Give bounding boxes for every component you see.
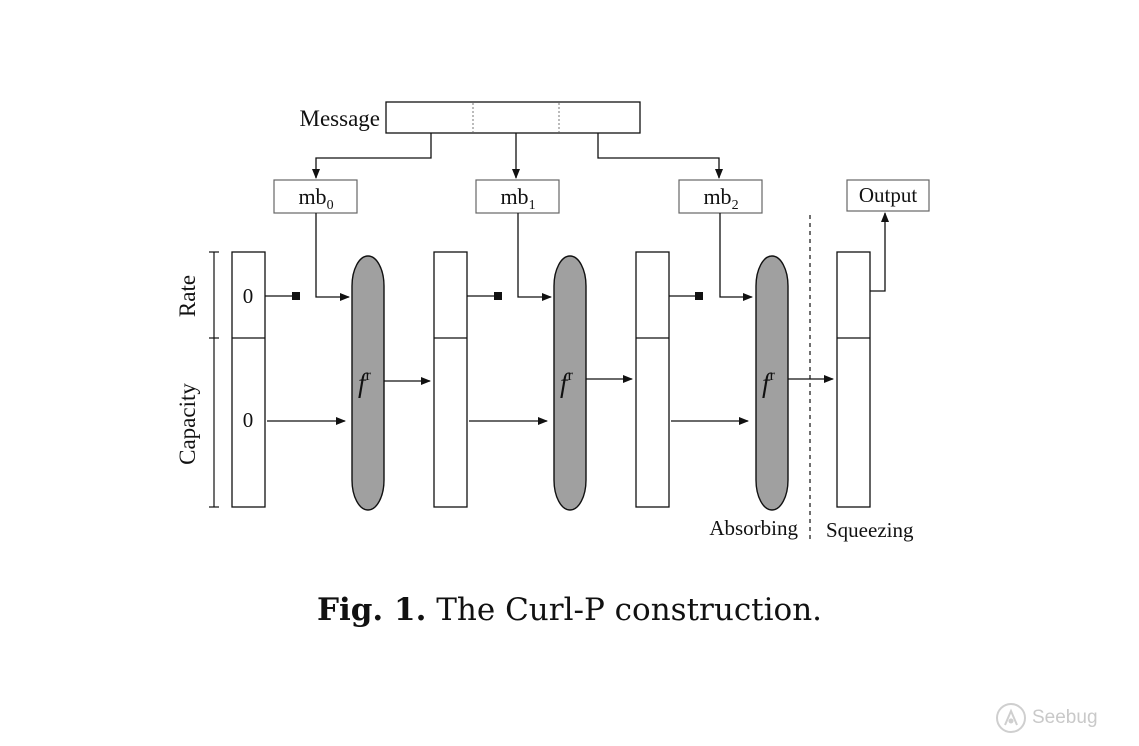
- permutation-f1: [351, 255, 385, 511]
- message-block-2-label: mb2: [703, 184, 738, 213]
- permutation-f1-label: fr: [358, 367, 372, 398]
- rate-label: Rate: [175, 275, 200, 317]
- permutation-f3: [755, 255, 789, 511]
- squeezing-label: Squeezing: [826, 518, 914, 542]
- mb2-to-f3-arrow: [719, 213, 753, 301]
- message-label: Message: [300, 106, 380, 131]
- state-to-output-arrow: [870, 212, 889, 292]
- figure-caption: Fig. 1. The Curl-P construction.: [0, 592, 1139, 628]
- mb1-to-f2-arrow: [517, 213, 552, 301]
- permutation-f2: [553, 255, 587, 511]
- message-block-1: [475, 179, 560, 214]
- state-column-1: [433, 251, 468, 508]
- xor-point: [494, 292, 502, 300]
- message-block-0-label: mb0: [298, 184, 333, 213]
- xor-point: [292, 292, 300, 300]
- message-block-1-label: mb1: [500, 184, 535, 213]
- mb0-to-f1-arrow: [315, 213, 350, 301]
- message-box: [385, 101, 641, 134]
- initial-capacity-value: 0: [243, 408, 254, 432]
- permutation-f2-label: fr: [560, 367, 574, 398]
- curl-p-diagram: Message mb0 mb1 mb2 Output Rate Capacity…: [175, 101, 930, 542]
- state-column-2: [635, 251, 670, 508]
- absorbing-label: Absorbing: [709, 516, 798, 540]
- message-block-0: [273, 179, 358, 214]
- xor-point: [695, 292, 703, 300]
- seebug-watermark: Seebug: [994, 700, 1098, 736]
- watermark-text: Seebug: [1032, 707, 1098, 728]
- output-label: Output: [859, 183, 918, 207]
- seebug-logo-icon: [996, 703, 1026, 733]
- message-to-mb2-arrow: [597, 133, 723, 179]
- output-box: [846, 179, 930, 212]
- caption-prefix: Fig. 1.: [316, 592, 427, 628]
- message-to-mb0-arrow: [312, 133, 432, 179]
- initial-rate-value: 0: [243, 284, 254, 308]
- permutation-f3-label: fr: [762, 367, 776, 398]
- caption-text: The Curl-P construction.: [436, 592, 823, 628]
- state-column-initial: [231, 251, 266, 508]
- state-column-output: [836, 251, 871, 508]
- capacity-label: Capacity: [175, 383, 200, 465]
